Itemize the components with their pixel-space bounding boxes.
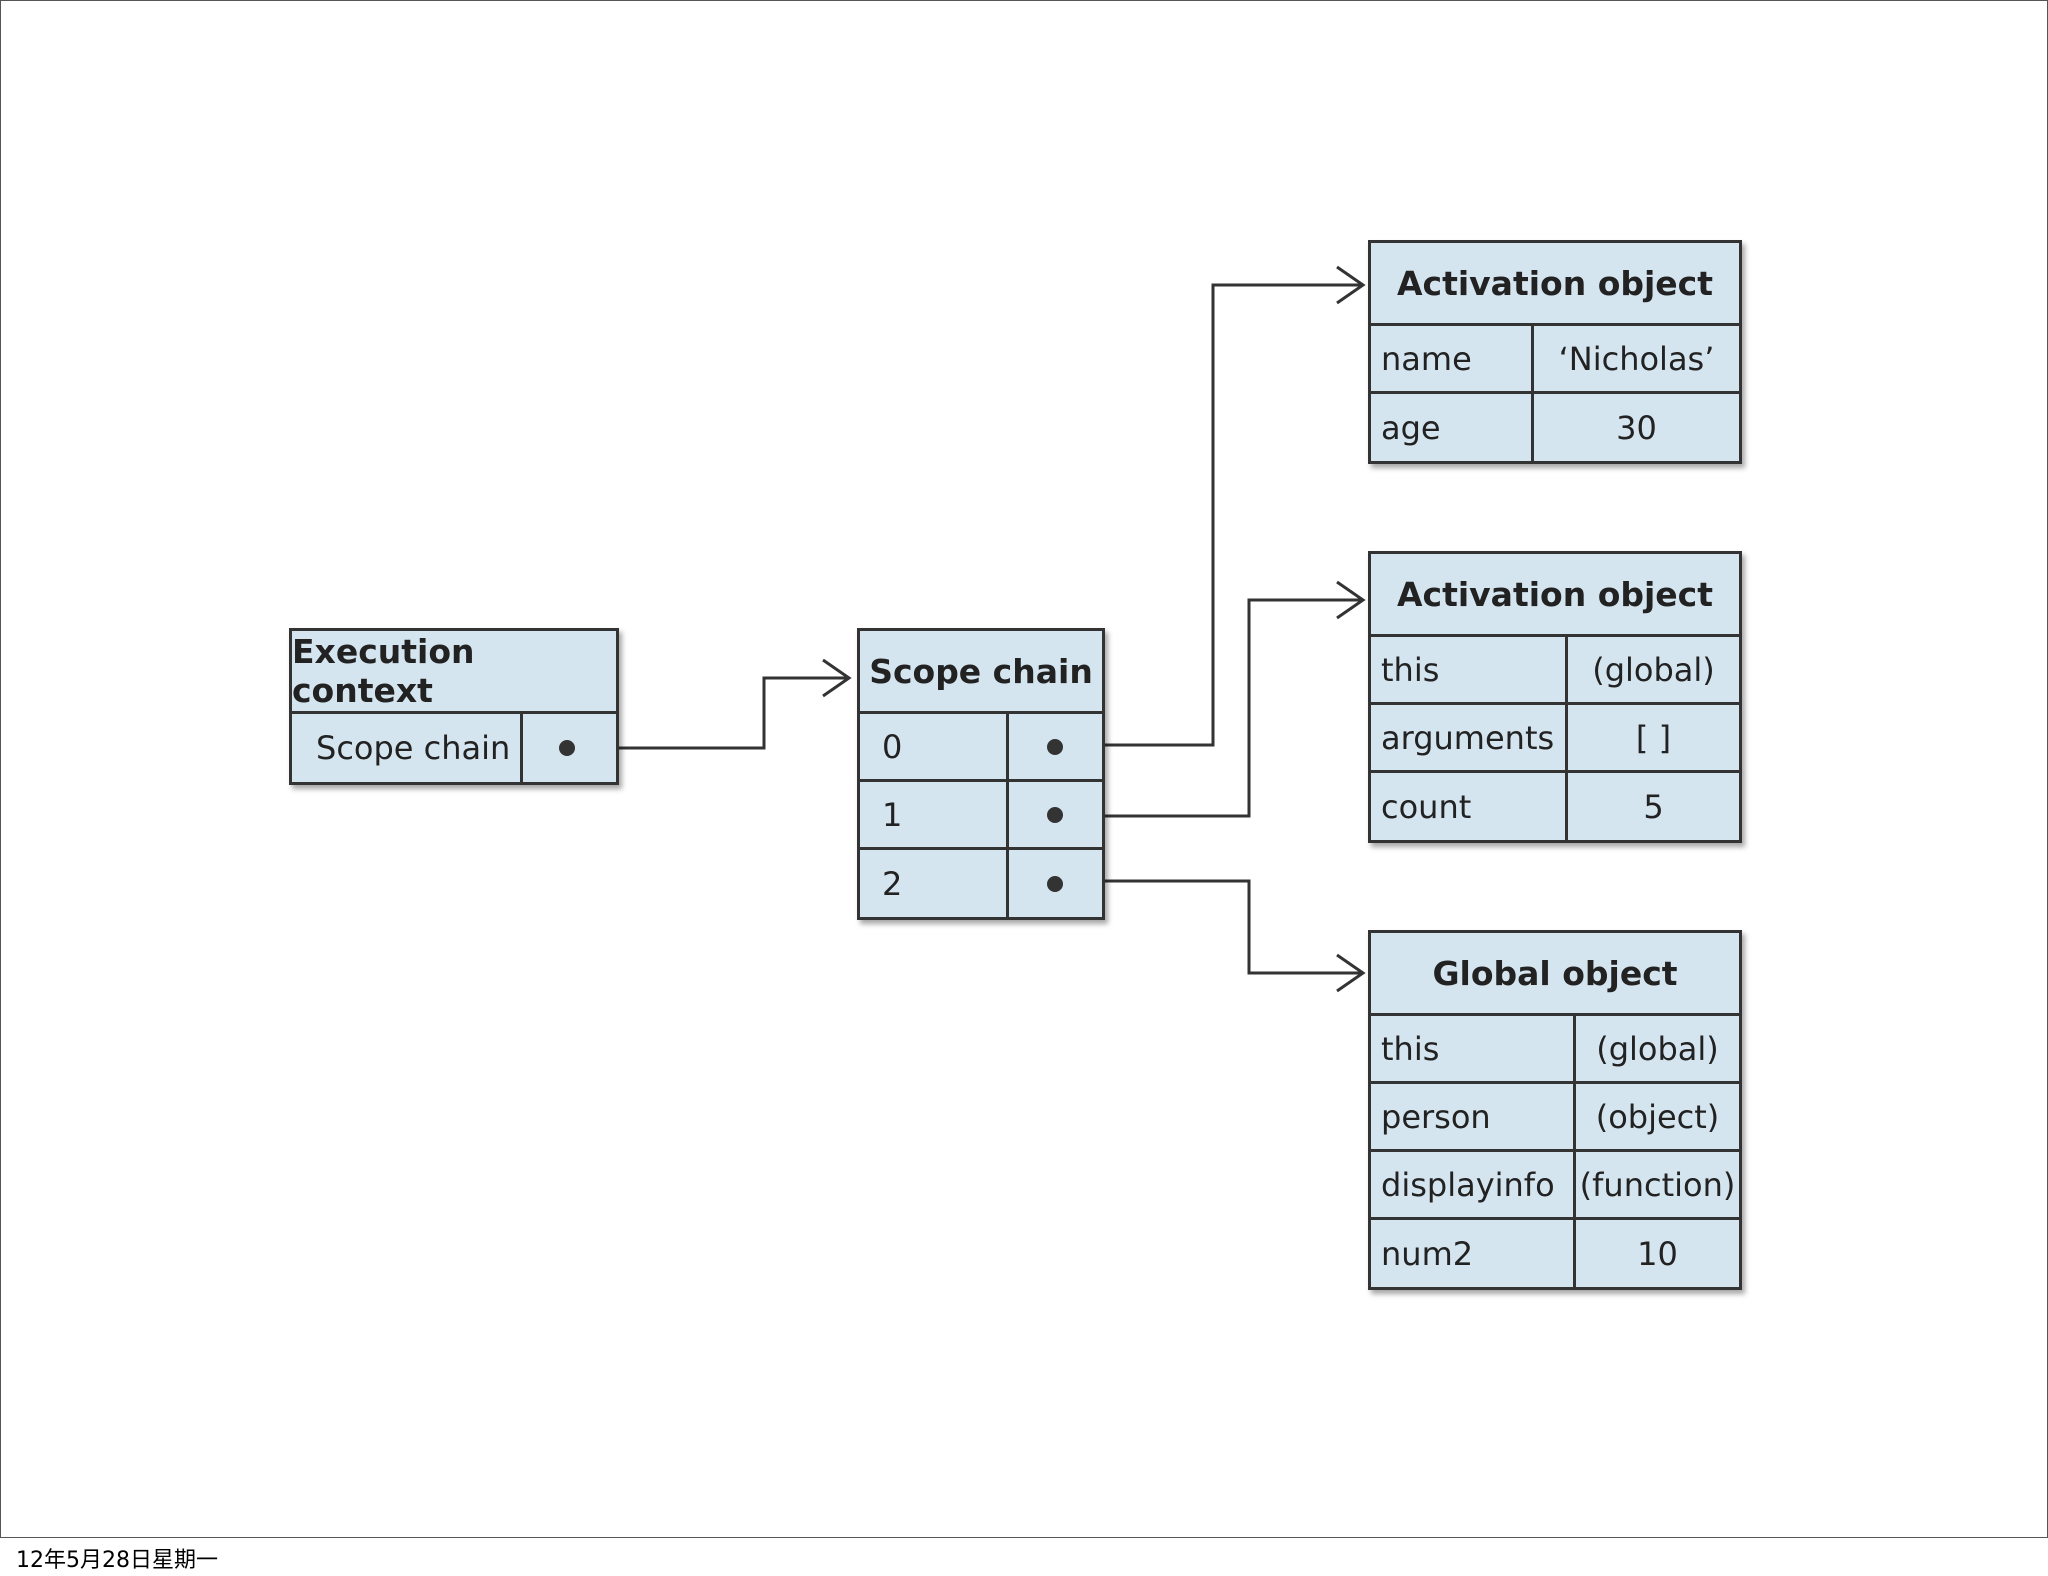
- property-key: age: [1381, 408, 1441, 447]
- activation-object-2-title: Activation object: [1371, 554, 1739, 637]
- pointer-dot: [1047, 806, 1063, 823]
- arrowhead-scope-chain: [822, 658, 852, 698]
- property-row: count 5: [1371, 773, 1739, 840]
- arrow-scope-2-to-global: [1053, 879, 1361, 975]
- pointer-cell: [520, 714, 616, 782]
- pointer-dot: [1047, 738, 1063, 755]
- pointer-cell: [1006, 714, 1102, 779]
- global-object-title: Global object: [1371, 933, 1739, 1016]
- index-label: 0: [882, 727, 903, 766]
- activation-object-1-box: Activation object name ‘Nicholas’ age 30: [1368, 240, 1742, 464]
- index-label: 1: [882, 795, 903, 834]
- property-value: 30: [1531, 394, 1739, 461]
- activation-object-1-title: Activation object: [1371, 243, 1739, 326]
- property-key: displayinfo: [1381, 1165, 1555, 1204]
- row-key: Scope chain: [316, 729, 511, 767]
- execution-context-title: Execution context: [292, 631, 616, 714]
- global-object-box: Global object this (global) person (obje…: [1368, 930, 1742, 1290]
- footer: 12年5月28日星期一: [0, 1538, 2048, 1576]
- property-row: this (global): [1371, 1016, 1739, 1084]
- property-key: person: [1381, 1097, 1491, 1136]
- pointer-cell: [1006, 850, 1102, 917]
- property-key: this: [1381, 650, 1440, 689]
- pointer-dot: [1047, 875, 1063, 892]
- property-value: (function): [1573, 1152, 1739, 1217]
- property-row: arguments [ ]: [1371, 705, 1739, 773]
- property-value: (object): [1573, 1084, 1739, 1149]
- pointer-dot: [559, 740, 575, 756]
- property-key: this: [1381, 1029, 1440, 1068]
- arrowhead-activation-2: [1336, 580, 1366, 620]
- footer-date: 12年5月28日星期一: [16, 1548, 218, 1573]
- pointer-cell: [1006, 782, 1102, 847]
- property-value: 10: [1573, 1220, 1739, 1287]
- property-key: count: [1381, 787, 1472, 826]
- property-value: 5: [1565, 773, 1739, 840]
- property-key: name: [1381, 339, 1472, 378]
- slide-canvas: Execution context Scope chain Scope chai…: [0, 0, 2048, 1538]
- property-row: person (object): [1371, 1084, 1739, 1152]
- property-row: displayinfo (function): [1371, 1152, 1739, 1220]
- execution-context-row: Scope chain: [292, 714, 616, 782]
- arrow-scope-1-to-activation-2: [1053, 598, 1361, 818]
- execution-context-box: Execution context Scope chain: [289, 628, 619, 785]
- property-value: (global): [1565, 637, 1739, 702]
- arrow-context-to-scope-chain: [566, 676, 847, 750]
- scope-chain-row-0: 0: [860, 714, 1102, 782]
- index-label: 2: [882, 864, 903, 903]
- property-row: num2 10: [1371, 1220, 1739, 1287]
- property-row: name ‘Nicholas’: [1371, 326, 1739, 394]
- property-value: [ ]: [1565, 705, 1739, 770]
- property-value: ‘Nicholas’: [1531, 326, 1739, 391]
- scope-chain-row-2: 2: [860, 850, 1102, 917]
- scope-chain-row-1: 1: [860, 782, 1102, 850]
- arrowhead-global-object: [1336, 953, 1366, 993]
- property-row: this (global): [1371, 637, 1739, 705]
- scope-chain-box: Scope chain 0 1 2: [857, 628, 1105, 920]
- property-key: arguments: [1381, 718, 1555, 757]
- activation-object-2-box: Activation object this (global) argument…: [1368, 551, 1742, 843]
- property-row: age 30: [1371, 394, 1739, 461]
- property-value: (global): [1573, 1016, 1739, 1081]
- scope-chain-title: Scope chain: [860, 631, 1102, 714]
- connector-arrows: [566, 265, 1366, 993]
- arrow-scope-0-to-activation-1: [1053, 283, 1361, 747]
- arrowhead-activation-1: [1336, 265, 1366, 305]
- property-key: num2: [1381, 1234, 1474, 1273]
